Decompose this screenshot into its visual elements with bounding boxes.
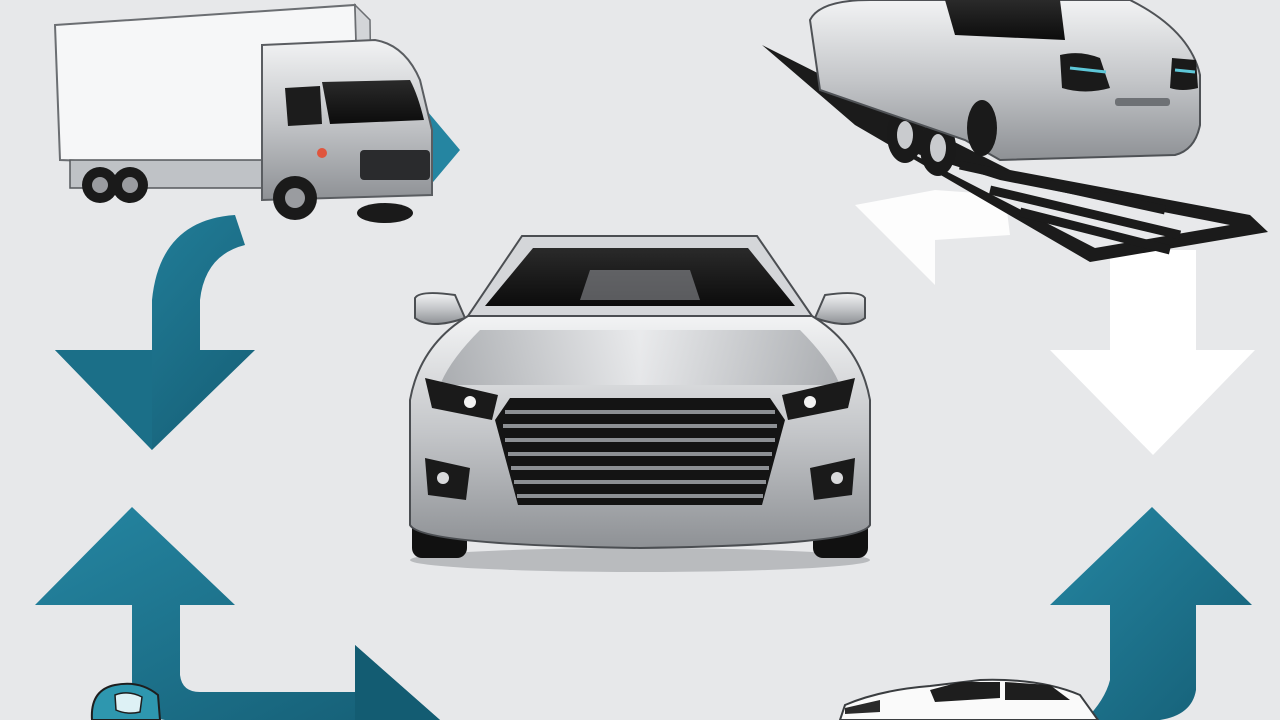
car-on-tow-trailer-icon (762, 0, 1268, 262)
teal-arrow-right-small-icon (428, 112, 460, 188)
white-sedan-icon (838, 678, 1100, 720)
box-truck-icon (53, 3, 433, 223)
white-arrow-down-icon (1050, 250, 1255, 455)
teal-arrow-up-icon (1050, 507, 1252, 720)
teal-arrow-up-right-icon (35, 507, 440, 720)
white-arrow-left-icon (855, 190, 1010, 285)
sedan-front-icon (409, 235, 871, 572)
teal-arrow-down-icon (55, 215, 255, 450)
person-helmet-icon (90, 682, 162, 720)
